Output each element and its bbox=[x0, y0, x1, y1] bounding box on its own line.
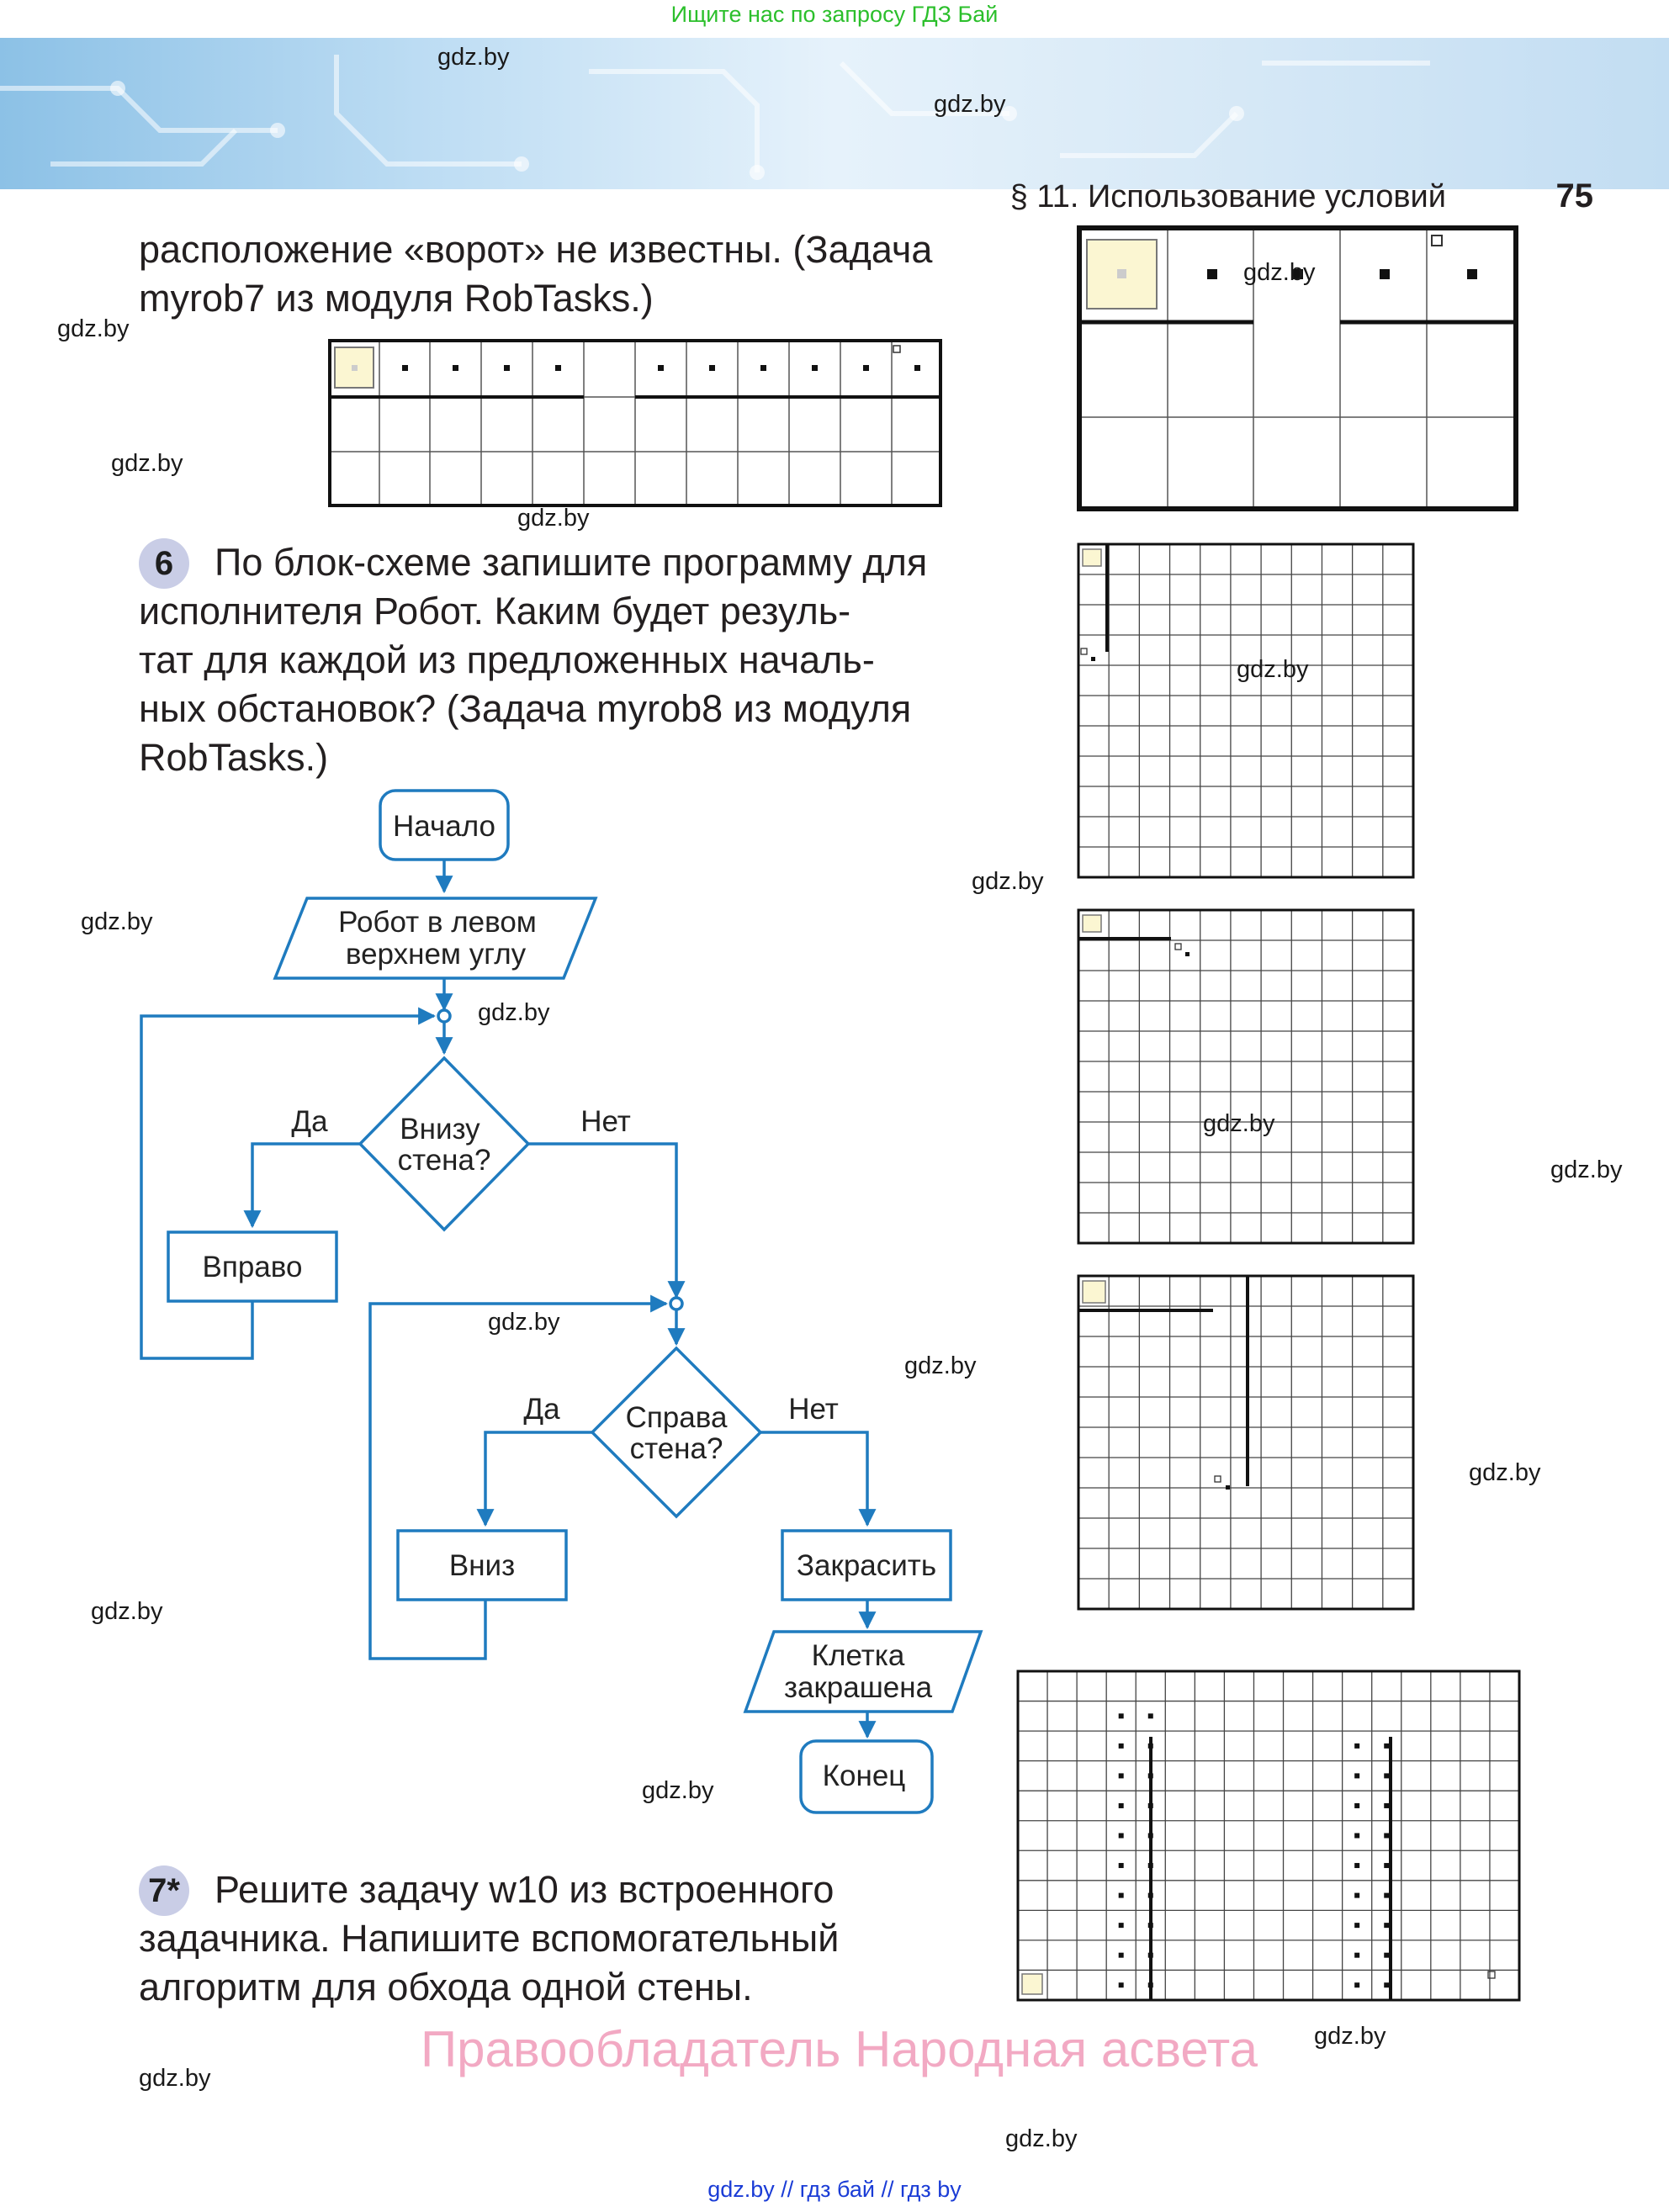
text-line: RobTasks.) bbox=[139, 736, 329, 779]
task-7-text: Решите задачу w10 из встроенного задачни… bbox=[139, 1865, 946, 2012]
footer-links: gdz.by // гдз бай // гдз by bbox=[707, 2177, 962, 2202]
watermark: gdz.by bbox=[478, 999, 550, 1026]
flow-output-line1: Клетка bbox=[812, 1639, 905, 1672]
flow-yes1: Да bbox=[291, 1105, 328, 1138]
watermark: gdz.by bbox=[1203, 1110, 1275, 1137]
text-line: исполнителя Робот. Каким будет резуль- bbox=[139, 590, 851, 632]
flow-cond2-line2: стена? bbox=[630, 1432, 723, 1465]
flow-condition-1-shape bbox=[358, 1056, 531, 1232]
text-line: тат для каждой из предложенных началь- bbox=[139, 638, 875, 681]
watermark: gdz.by bbox=[81, 908, 153, 935]
flow-input-line1: Робот в левом bbox=[338, 906, 537, 939]
flowchart: Начало Робот в левом верхнем углу Внизу … bbox=[140, 789, 983, 1814]
watermark: gdz.by bbox=[1237, 656, 1309, 683]
task-6-badge: 6 bbox=[139, 538, 189, 589]
paragraph-continuation: расположение «ворот» не известны. (Задач… bbox=[139, 225, 997, 323]
text-line: ных обстановок? (Задача myrob8 из модуля bbox=[139, 687, 912, 730]
watermark: gdz.by bbox=[1314, 2023, 1386, 2050]
robot-field-gates bbox=[328, 339, 942, 507]
text-line: алгоритм для обхода одной стены. bbox=[139, 1966, 753, 2008]
watermark: gdz.by bbox=[437, 44, 510, 71]
watermark: gdz.by bbox=[517, 505, 590, 532]
text-line: Решите задачу w10 из встроенного bbox=[215, 1868, 834, 1911]
flow-paint: Закрасить bbox=[797, 1549, 936, 1582]
watermark: gdz.by bbox=[111, 450, 183, 477]
flow-no2: Нет bbox=[788, 1393, 839, 1426]
watermark: gdz.by bbox=[642, 1777, 714, 1804]
robot-field-4 bbox=[1016, 1670, 1521, 2002]
flow-yes2: Да bbox=[523, 1393, 560, 1426]
top-note: Ищите нас по запросу ГДЗ Бай bbox=[670, 2, 999, 27]
flow-cond1-line2: стена? bbox=[398, 1144, 491, 1177]
flow-input-line2: верхнем углу bbox=[346, 938, 527, 971]
text-line: По блок-схеме запишите программу для bbox=[215, 541, 928, 584]
text-line: myrob7 из модуля RobTasks.) bbox=[139, 277, 654, 320]
flow-no1: Нет bbox=[580, 1105, 631, 1138]
flow-output-shape bbox=[743, 1630, 983, 1713]
watermark: gdz.by bbox=[1005, 2125, 1078, 2152]
header-banner: § 11. Использование условий 75 bbox=[0, 38, 1669, 214]
robot-field-3 bbox=[1077, 1274, 1415, 1611]
flow-right: Вправо bbox=[203, 1251, 303, 1283]
flow-down-shape bbox=[396, 1529, 568, 1601]
section-title: § 11. Использование условий bbox=[1009, 179, 1446, 214]
text-line: расположение «ворот» не известны. (Задач… bbox=[139, 228, 933, 271]
watermark: gdz.by bbox=[91, 1598, 163, 1625]
flow-cond2-line1: Справа bbox=[626, 1401, 728, 1434]
copyright-notice: Правообладатель Народная асвета bbox=[421, 2021, 1258, 2077]
flow-start: Начало bbox=[393, 810, 495, 843]
watermark: gdz.by bbox=[488, 1309, 560, 1336]
flow-input-shape bbox=[273, 897, 598, 980]
flow-end: Конец bbox=[823, 1760, 906, 1792]
watermark: gdz.by bbox=[1550, 1156, 1623, 1183]
watermark: gdz.by bbox=[57, 315, 130, 342]
flow-condition-2-shape bbox=[590, 1346, 763, 1519]
page-number: 75 bbox=[1555, 177, 1594, 214]
circuit-decoration bbox=[0, 55, 1430, 180]
flow-cond1-line1: Внизу bbox=[400, 1113, 480, 1146]
flow-output-line2: закрашена bbox=[784, 1671, 933, 1704]
flow-down: Вниз bbox=[449, 1549, 515, 1582]
watermark: gdz.by bbox=[1469, 1459, 1541, 1486]
watermark: gdz.by bbox=[972, 868, 1044, 895]
watermark: gdz.by bbox=[139, 2065, 211, 2092]
robot-field-gates-large bbox=[1077, 225, 1518, 511]
robot-field-1 bbox=[1077, 542, 1415, 879]
task-7-badge: 7* bbox=[139, 1865, 189, 1916]
robot-field-2 bbox=[1077, 908, 1415, 1245]
watermark: gdz.by bbox=[904, 1352, 977, 1379]
watermark: gdz.by bbox=[1243, 259, 1316, 286]
watermark: gdz.by bbox=[934, 91, 1006, 118]
text-line: задачника. Напишите вспомогательный bbox=[139, 1917, 840, 1960]
task-6-text: По блок-схеме запишите программу для исп… bbox=[139, 538, 997, 782]
flow-end-shape bbox=[799, 1739, 934, 1814]
